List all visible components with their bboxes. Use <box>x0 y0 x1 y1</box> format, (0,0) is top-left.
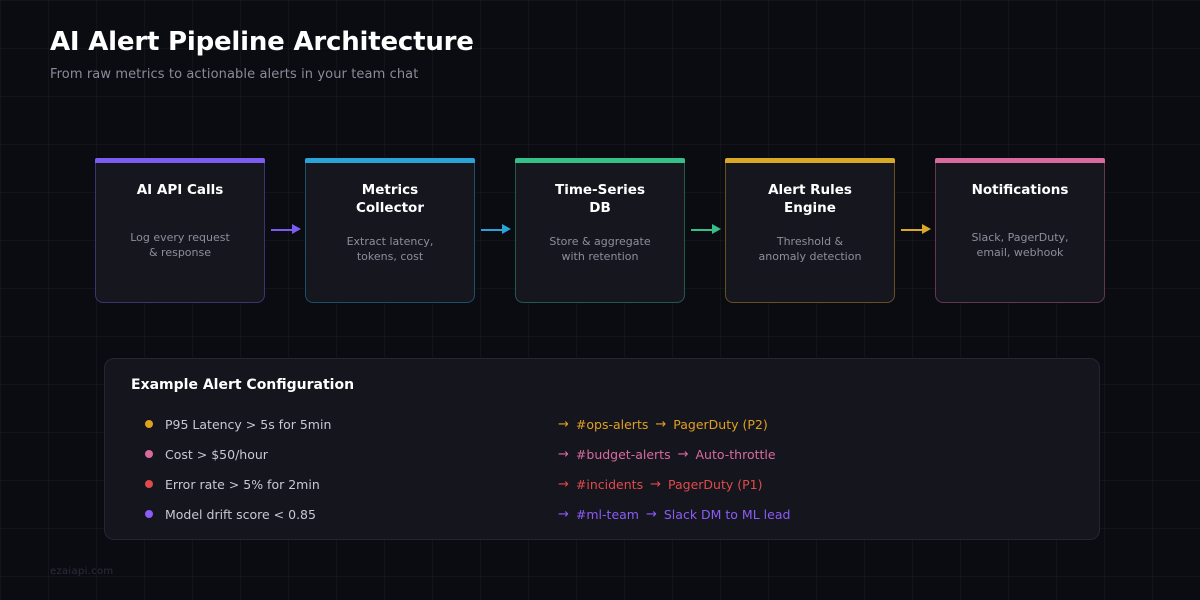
rule-label: Cost > $50/hour <box>165 446 268 462</box>
route-arrow-2-icon: → <box>645 506 657 522</box>
stage-accent-bar <box>935 158 1105 163</box>
stage-accent-bar <box>305 158 475 163</box>
watermark: ezaiapi.com <box>50 566 114 577</box>
example-alert-configuration-panel: Example Alert Configuration P95 Latency … <box>104 358 1100 540</box>
route-arrow-icon: → <box>558 476 569 492</box>
stage-title: Alert Rules Engine <box>768 182 852 216</box>
rule-label: P95 Latency > 5s for 5min <box>165 416 332 432</box>
alert-route-row: → #incidents → PagerDuty (P1) <box>558 469 1078 499</box>
alert-route-row: → #ops-alerts → PagerDuty (P2) <box>558 409 1078 439</box>
alert-routes-list: → #ops-alerts → PagerDuty (P2) → #budget-aler… <box>558 409 1078 529</box>
route-target: PagerDuty (P1) <box>668 476 763 492</box>
pipeline-arrow <box>895 158 935 303</box>
route-target: Slack DM to ML lead <box>663 506 791 522</box>
route-arrow-2-icon: → <box>655 416 667 432</box>
arrow-head-icon <box>712 223 721 234</box>
rule-severity-dot-icon <box>145 420 153 428</box>
route-channel: #ops-alerts <box>575 416 649 432</box>
arrow-head-icon <box>502 223 511 234</box>
rule-severity-dot-icon <box>145 450 153 458</box>
route-arrow-2-icon: → <box>677 446 689 462</box>
arrow-line <box>481 229 502 231</box>
stage-description: Store & aggregate with retention <box>549 234 651 264</box>
stage-description: Extract latency, tokens, cost <box>346 234 434 264</box>
page-subtitle: From raw metrics to actionable alerts in… <box>50 66 419 82</box>
stage-title: Time-Series DB <box>554 182 646 216</box>
arrow-head-icon <box>292 223 301 234</box>
pipeline-arrow <box>685 158 725 303</box>
config-panel-title: Example Alert Configuration <box>131 377 355 393</box>
route-target: Auto-throttle <box>695 446 776 462</box>
stage-description: Log every request & response <box>130 230 230 260</box>
route-arrow-2-icon: → <box>650 476 661 492</box>
stage-body: Time-Series DB Store & aggregate with ret… <box>515 163 685 303</box>
alert-rule-row: Error rate > 5% for 2min <box>145 469 565 499</box>
alert-rule-row: P95 Latency > 5s for 5min <box>145 409 565 439</box>
arrow-line <box>901 229 922 231</box>
rule-label: Model drift score < 0.85 <box>165 506 316 522</box>
stage-title: Metrics Collector <box>356 182 424 216</box>
header: AI Alert Pipeline Architecture From raw … <box>50 27 474 82</box>
stage-title: AI API Calls <box>136 182 224 198</box>
stage-accent-bar <box>95 158 265 163</box>
route-target: PagerDuty (P2) <box>673 416 768 432</box>
stage-accent-bar <box>515 158 685 163</box>
route-arrow-icon: → <box>558 416 569 432</box>
alert-route-row: → #ml-team → Slack DM to ML lead <box>558 499 1078 529</box>
rule-severity-dot-icon <box>145 510 153 518</box>
alert-route-row: → #budget-alerts → Auto-throttle <box>558 439 1078 469</box>
route-arrow-icon: → <box>558 506 569 522</box>
route-channel: #budget-alerts <box>575 446 671 462</box>
alert-rule-row: Model drift score < 0.85 <box>145 499 565 529</box>
stage-accent-bar <box>725 158 895 163</box>
alert-rule-row: Cost > $50/hour <box>145 439 565 469</box>
pipeline-arrow <box>265 158 305 303</box>
stage-description: Slack, PagerDuty, email, webhook <box>971 230 1069 260</box>
rule-label: Error rate > 5% for 2min <box>165 476 320 492</box>
pipeline-arrow <box>475 158 515 303</box>
arrow-head-icon <box>922 223 931 234</box>
stage-description: Threshold & anomaly detection <box>758 234 862 264</box>
rule-severity-dot-icon <box>145 480 153 488</box>
page-title: AI Alert Pipeline Architecture <box>50 27 474 57</box>
route-channel: #ml-team <box>575 506 639 522</box>
route-channel: #incidents <box>575 476 644 492</box>
arrow-line <box>691 229 712 231</box>
route-arrow-icon: → <box>558 446 569 462</box>
pipeline-stage: Time-Series DB Store & aggregate with ret… <box>515 158 685 303</box>
stage-title: Notifications <box>971 182 1069 198</box>
arrow-line <box>271 229 292 231</box>
